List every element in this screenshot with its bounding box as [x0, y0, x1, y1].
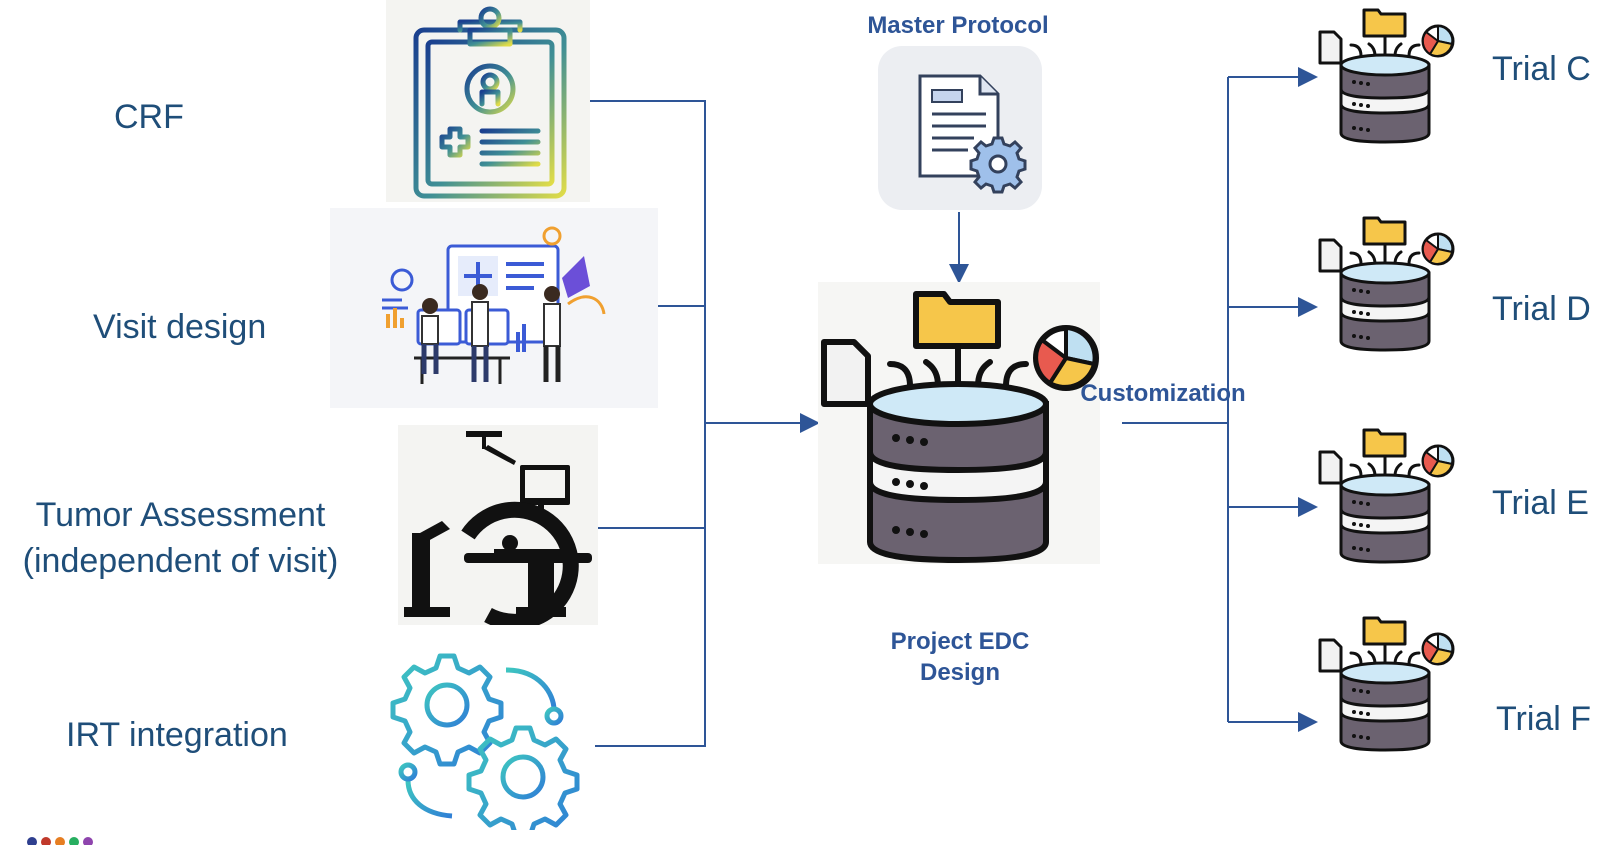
- trial-label-f: Trial F: [1496, 700, 1592, 738]
- input-label-tumor-assessment: Tumor Assessment (independent of visit): [8, 492, 353, 584]
- trial-database-icon: [1316, 612, 1456, 754]
- trial-database-icon: [1316, 4, 1456, 146]
- gears-icon: [388, 640, 598, 839]
- trial-database-icon: [1316, 424, 1456, 566]
- input-label-visit-design: Visit design: [93, 308, 267, 346]
- trial-label-d: Trial D: [1492, 290, 1591, 328]
- input-label-irt-integration: IRT integration: [66, 716, 288, 754]
- trial-label-c: Trial C: [1492, 50, 1591, 88]
- clipboard-icon: [386, 0, 590, 202]
- trial-label-e: Trial E: [1492, 484, 1589, 522]
- scanner-icon: [398, 425, 598, 630]
- team-analytics-icon: [330, 208, 658, 408]
- database-icon: [818, 282, 1100, 564]
- protocol-document-gear-icon: [878, 46, 1042, 210]
- master-protocol-label: Master Protocol: [867, 12, 1049, 39]
- connector-irt: [595, 423, 706, 747]
- project-edc-design-label: Project EDC Design: [862, 626, 1058, 688]
- trial-database-icon: [1316, 212, 1456, 354]
- input-label-crf: CRF: [114, 98, 184, 136]
- tumor-label-line-1: Tumor Assessment: [35, 496, 326, 534]
- project-edc-line-1: Project EDC: [890, 628, 1030, 655]
- logo-icon: [26, 832, 106, 847]
- tumor-label-line-2: (independent of visit): [22, 542, 339, 580]
- connector-crf: [590, 100, 706, 423]
- project-edc-line-2: Design: [919, 659, 1000, 686]
- customization-label: Customization: [1080, 380, 1246, 407]
